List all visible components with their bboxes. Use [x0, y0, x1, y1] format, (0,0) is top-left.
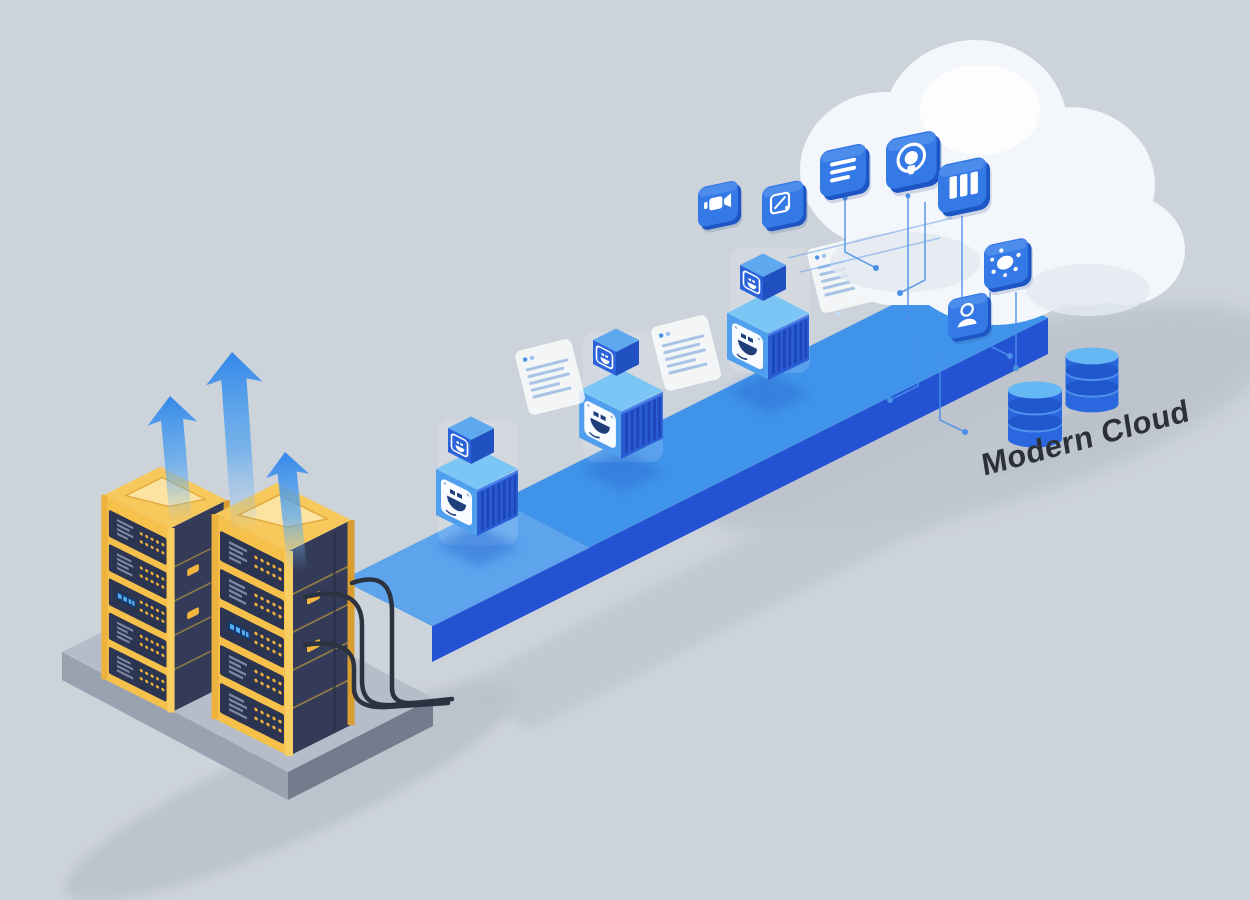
network-icon — [990, 248, 1021, 278]
arrow-up-icon-3 — [266, 452, 309, 573]
tile-compose — [762, 178, 808, 237]
user-icon — [957, 302, 977, 328]
video-icon — [704, 193, 732, 211]
tile-idea — [886, 128, 943, 200]
list-icon — [830, 157, 856, 183]
tile-list — [820, 141, 871, 206]
ramp-side — [432, 318, 1048, 662]
cables — [302, 577, 455, 710]
container-shadows — [436, 372, 811, 567]
compose-icon — [769, 191, 791, 215]
idea-icon — [896, 142, 927, 175]
arrow-up-icon-1 — [147, 396, 198, 526]
ramp-top — [342, 272, 1048, 626]
tile-video — [698, 178, 743, 235]
arrow-up-icon-2 — [205, 352, 263, 534]
tile-user — [948, 290, 993, 347]
tile-network — [984, 235, 1033, 298]
tile-bar-chart — [938, 154, 992, 223]
database-icon-2 — [1065, 347, 1119, 413]
server-rack-back — [104, 467, 226, 713]
migration-ramp — [342, 272, 1048, 662]
bar-chart-icon — [949, 171, 978, 199]
